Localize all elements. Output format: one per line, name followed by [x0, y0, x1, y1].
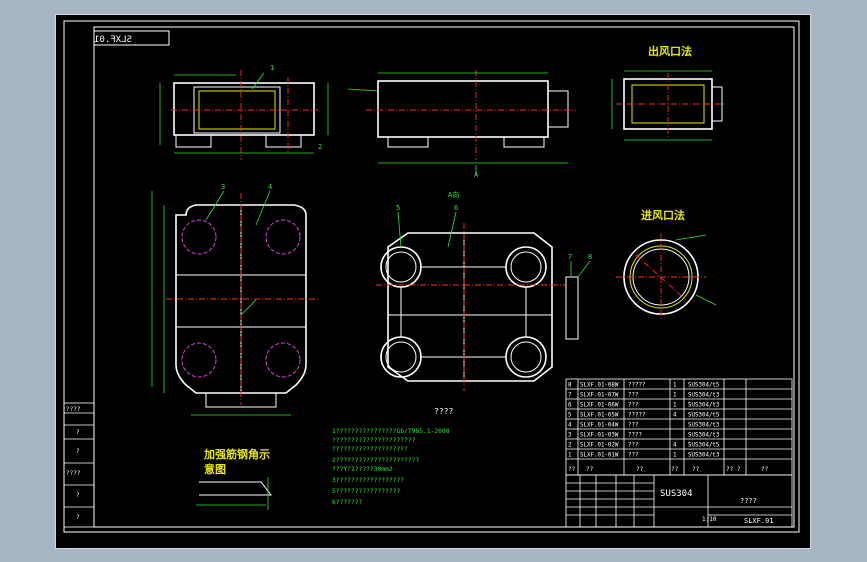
bom-cell-name: ???	[628, 423, 638, 429]
inner-frame	[93, 26, 795, 528]
bom-cell-name: ?????	[628, 413, 645, 419]
bom-cell-code: SLXF.01-05W	[580, 413, 619, 419]
title-drawing-code: SLXF.01	[744, 517, 774, 525]
bom-cell-no: 4	[568, 423, 572, 429]
bom-cell-material: SUS304/t3	[688, 393, 720, 399]
bom-cell-material: SUS304/t3	[688, 433, 720, 439]
tech-note-3: ????????????????????	[332, 446, 408, 453]
tech-note-2: ??????????????????????	[332, 437, 416, 444]
bom-cell-name: ???	[628, 403, 638, 409]
bom-header-note: ??	[761, 466, 769, 473]
bom-cell-code: SLXF.01-03W	[580, 433, 619, 439]
part-label-7: 7	[568, 253, 572, 261]
tech-note-7: 5?????????????????	[332, 488, 400, 495]
a-direction-view: A向 5 6 7 8	[376, 190, 592, 391]
bom-header-qty: ??	[671, 466, 679, 473]
outlet-flange-title: 出风口法	[648, 44, 692, 58]
bom-cell-name: ???	[628, 453, 638, 459]
bom-cell-no: 5	[568, 413, 572, 419]
bom-header-no: ??	[568, 466, 576, 473]
part-label-8: 8	[588, 253, 592, 261]
drawing-svg: SLXF.01 ???? ? ? ???? ? ? 1 2	[63, 20, 800, 533]
bom-cell-code: SLXF.01-04W	[580, 423, 619, 429]
stiffener-title-line1: 加强筋钢角示	[203, 447, 270, 461]
bom-cell-material: SUS304/t3	[688, 453, 720, 459]
outlet-flange-view: 出风口法	[611, 44, 724, 141]
bom-cell-no: 8	[568, 383, 572, 389]
bom-cell-material: SUS304/t3	[688, 423, 720, 429]
bom-cell-name: ????	[628, 433, 642, 439]
bom-cell-qty: 1	[673, 453, 677, 459]
bom-cell-qty: 1	[673, 393, 677, 399]
title-drawing-name: ????	[740, 497, 757, 505]
inlet-flange-view: 进风口法	[616, 208, 717, 321]
part-label-1a: 1	[270, 64, 274, 72]
bom-cell-code: SLXF.01-07W	[580, 393, 619, 399]
outer-frame	[63, 20, 800, 533]
top-view: 3 4	[151, 183, 318, 416]
title-block: SUS304 ???? SLXF.01 1:10	[565, 474, 793, 528]
bom-cell-no: 1	[568, 453, 572, 459]
part-label-3: 3	[221, 183, 225, 191]
margin-label-2: ?	[76, 429, 80, 436]
bom-header-material: ??	[692, 466, 700, 473]
part-label-2a: 2	[318, 143, 322, 151]
bom-cell-material: SUS304/t5	[688, 443, 720, 449]
bom-header-name: ??	[636, 466, 644, 473]
bom-cell-name: ???	[628, 393, 638, 399]
bom-cell-code: SLXF.01-01W	[580, 453, 619, 459]
bom-header-weight: ?? ?	[726, 466, 741, 473]
bom-cell-no: 7	[568, 393, 572, 399]
view-label-a: A	[474, 171, 479, 179]
a-direction-label: A向	[448, 190, 459, 199]
tech-notes-title: ????	[434, 407, 453, 416]
title-material: SUS304	[660, 489, 693, 499]
bom-cell-qty: 4	[673, 413, 677, 419]
bom-cell-qty: 4	[673, 443, 677, 449]
margin-label-3: ?	[76, 448, 80, 455]
margin-label-4: ????	[66, 470, 81, 477]
bom-cell-code: SLXF.01-02W	[580, 443, 619, 449]
bom-cell-qty: 1	[673, 383, 677, 389]
bom-cell-code: SLXF.01-08W	[580, 383, 619, 389]
inlet-flange-title: 进风口法	[641, 208, 685, 222]
tech-note-6: 3??????????????????	[332, 477, 404, 484]
tech-note-5: ???Y?1?????30mm2	[332, 466, 393, 473]
tech-notes: ???? 1????????????????Gb/T985.1-2008 ???…	[332, 407, 453, 506]
bom-header-code: ??	[586, 466, 594, 473]
bom-cell-material: SUS304/t5	[688, 413, 720, 419]
part-label-6: 6	[454, 204, 458, 212]
drawing-canvas[interactable]: SLXF.01 ???? ? ? ???? ? ? 1 2	[55, 14, 811, 549]
part-label-5: 5	[396, 204, 400, 212]
bom-cell-material: SUS304/t3	[688, 403, 720, 409]
bom-cell-name: ???	[628, 443, 638, 449]
code-stamp-box	[93, 30, 170, 46]
stiffener-detail: 加强筋钢角示 意图	[196, 447, 273, 510]
code-stamp-text: SLXF.01	[94, 35, 132, 45]
margin-label-1: ????	[66, 406, 81, 413]
part-label-4: 4	[268, 183, 272, 191]
title-scale: 1:10	[702, 516, 717, 523]
bom-cell-name: ?????	[628, 383, 645, 389]
stiffener-title-line2: 意图	[204, 462, 226, 476]
bom-cell-no: 2	[568, 443, 572, 449]
bom-cell-no: 6	[568, 403, 572, 409]
front-view: 1 2	[159, 64, 329, 160]
tech-note-1: 1????????????????Gb/T985.1-2008	[332, 428, 450, 435]
tech-note-4: 2??????????????????????	[332, 457, 419, 464]
tech-note-8: 6???????	[332, 499, 363, 506]
bom-cell-material: SUS304/t5	[688, 383, 720, 389]
left-margin-table: ???? ? ? ???? ? ?	[63, 402, 95, 528]
side-view: A	[347, 70, 576, 179]
bom-cell-qty: 1	[673, 403, 677, 409]
bom-cell-no: 3	[568, 433, 572, 439]
margin-label-6: ?	[76, 514, 80, 521]
bom-cell-code: SLXF.01-06W	[580, 403, 619, 409]
margin-label-5: ?	[76, 492, 80, 499]
